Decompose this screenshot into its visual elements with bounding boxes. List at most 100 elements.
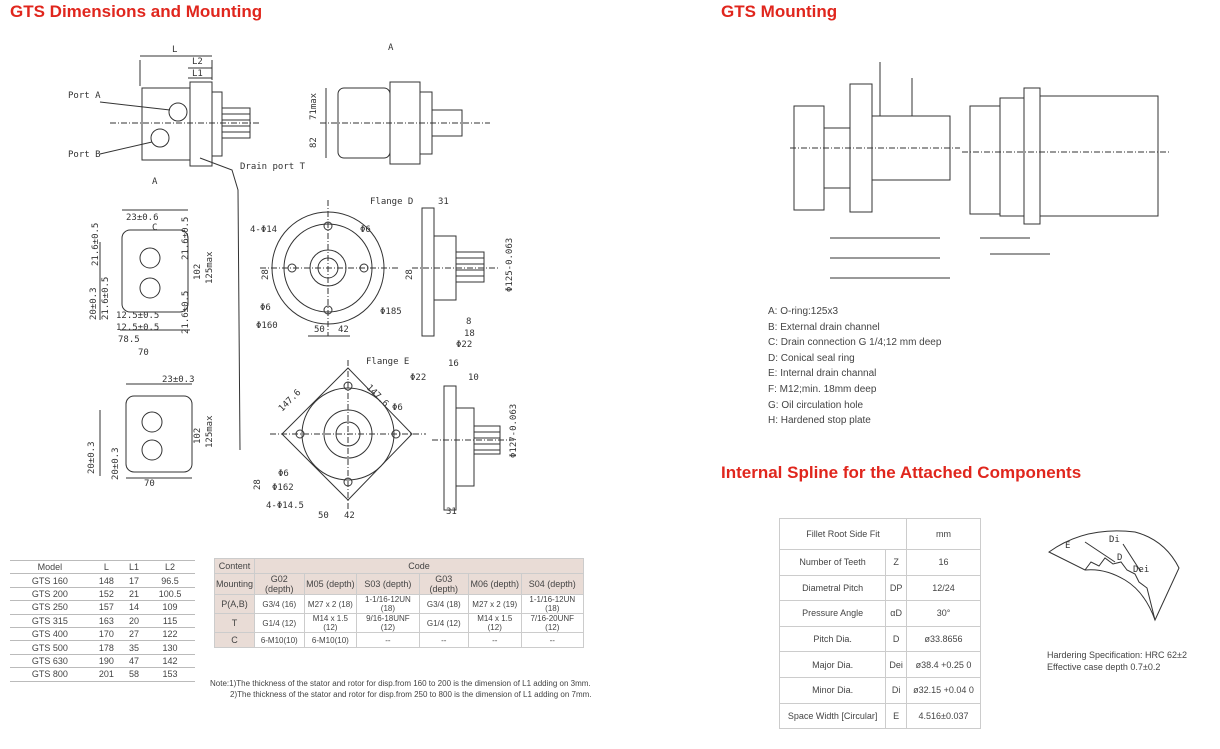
cell: 201: [89, 667, 123, 682]
flange-e-front-view: [99, 383, 193, 479]
cell: DP: [885, 574, 908, 602]
dim-phi162: Φ162: [272, 483, 294, 493]
flange-e-label: Flange E: [366, 357, 409, 367]
dim-phi22-d: Φ22: [456, 340, 472, 350]
dim-10: 10: [468, 373, 479, 383]
cell: G3/4 (18): [418, 594, 469, 614]
dim-21-6-d: 21.6±0.5: [181, 291, 191, 334]
cell: 30°: [906, 600, 981, 627]
dim-28-d2: 28: [405, 269, 415, 280]
dim-20-0-3-b: 20±0.3: [87, 441, 97, 474]
row-label: C: [213, 632, 256, 648]
flange-d-label: Flange D: [370, 197, 413, 207]
dim-L: L: [172, 45, 177, 55]
legend-item: C: Drain connection G 1/4;12 mm deep: [768, 337, 942, 349]
dim-70-a: 70: [138, 348, 149, 358]
cell: ø32.15 +0.04 0: [906, 676, 981, 704]
spline-label-di: Di: [1109, 535, 1120, 545]
cell: --: [356, 632, 420, 648]
dim-phi22-e: Φ22: [410, 373, 426, 383]
cell: M27 x 2 (19): [467, 594, 522, 614]
cell: 122: [145, 627, 195, 642]
dim-42-d: 42: [338, 325, 349, 335]
section-title-dimensions: GTS Dimensions and Mounting: [10, 2, 263, 21]
dim-phi127: Φ127-0.063: [509, 404, 519, 458]
cell: 16: [906, 549, 981, 576]
cell: 109: [145, 600, 195, 615]
cell: 12/24: [906, 574, 981, 602]
cell: Major Dia.: [778, 651, 887, 678]
code-col-header: M05 (depth): [303, 573, 358, 595]
flange-e-diamond-view: [270, 360, 426, 510]
dim-c: C: [152, 223, 157, 233]
dim-12-5-a: 12.5±0.5: [116, 311, 159, 321]
dim-21-6-b: 21.6±0.5: [181, 217, 191, 260]
cell: M14 x 1.5 (12): [303, 613, 358, 633]
cell: 4.516±0.037: [906, 702, 981, 730]
hardening-spec: Hardering Specification: HRC 62±2 Effect…: [1047, 649, 1187, 673]
legend-item: G: Oil circulation hole: [768, 399, 864, 411]
cell: 178: [89, 640, 123, 655]
dim-phi6-e2: Φ6: [278, 469, 289, 479]
view-a-label-side: A: [152, 177, 158, 187]
cell: 6-M10(10): [254, 632, 305, 648]
cell: 17: [122, 573, 146, 588]
note-2: 2)The thickness of the stator and rotor …: [230, 690, 592, 699]
port-code-table: Content Code Mounting G02 (depth) M05 (d…: [213, 558, 585, 648]
flange-d-side-view: [412, 207, 500, 337]
drain-port-label: Drain port T: [240, 162, 306, 172]
mounting-drawing: [790, 62, 1170, 279]
flange-e-side-view: [432, 385, 514, 511]
cell: 152: [89, 587, 123, 602]
spline-label-e: E: [1065, 541, 1070, 551]
cell: --: [467, 632, 522, 648]
dim-4-14-5: 4-Φ14.5: [266, 501, 304, 511]
dim-82: 82: [309, 137, 319, 148]
note-1: Note:1)The thickness of the stator and r…: [210, 679, 591, 688]
cell: 6-M10(10): [303, 632, 358, 648]
spec-line: Effective case depth 0.7±0.2: [1047, 662, 1161, 672]
cell: 190: [89, 654, 123, 669]
cell: GTS 630: [10, 654, 90, 669]
cell: Di: [885, 676, 908, 704]
cell: GTS 250: [10, 600, 90, 615]
cell: Z: [885, 549, 908, 576]
dim-147-6-b: 147.6: [364, 383, 390, 409]
cell: 20: [122, 614, 146, 628]
code-label: Code: [254, 558, 584, 574]
cell: E: [885, 702, 908, 730]
dim-125max-b: 125max: [205, 415, 215, 448]
dim-4-14: 4-Φ14: [250, 225, 277, 235]
dim-L1: L1: [192, 69, 203, 79]
dim-21-6-a: 21.6±0.5: [91, 223, 101, 266]
dim-50-d: 50: [314, 325, 325, 335]
cell: 130: [145, 640, 195, 655]
cell: 170: [89, 627, 123, 642]
dim-phi6-e: Φ6: [392, 403, 403, 413]
table-row: P(A,B) G3/4 (16) M27 x 2 (18) 1-1/16-12U…: [213, 594, 585, 614]
dim-phi6-d2: Φ6: [260, 303, 271, 313]
col-header-l1: L1: [122, 559, 146, 575]
cell: M14 x 1.5 (12): [467, 613, 522, 633]
dim-23-0-3: 23±0.3: [162, 375, 195, 385]
dim-28-d: 28: [261, 269, 271, 280]
cell: 58: [122, 667, 146, 682]
cell: αD: [885, 600, 908, 627]
cell: 96.5: [145, 573, 195, 588]
row-label: T: [213, 613, 256, 633]
legend-item: A: O-ring:125x3: [768, 306, 839, 317]
view-a-label-top: A: [388, 43, 394, 53]
dim-16: 16: [448, 359, 459, 369]
spec-line: Hardering Specification: HRC 62±2: [1047, 650, 1188, 660]
table-row: C 6-M10(10) 6-M10(10) -- -- -- --: [213, 632, 585, 648]
cell: GTS 200: [10, 587, 90, 602]
end-view-a: [320, 81, 490, 165]
